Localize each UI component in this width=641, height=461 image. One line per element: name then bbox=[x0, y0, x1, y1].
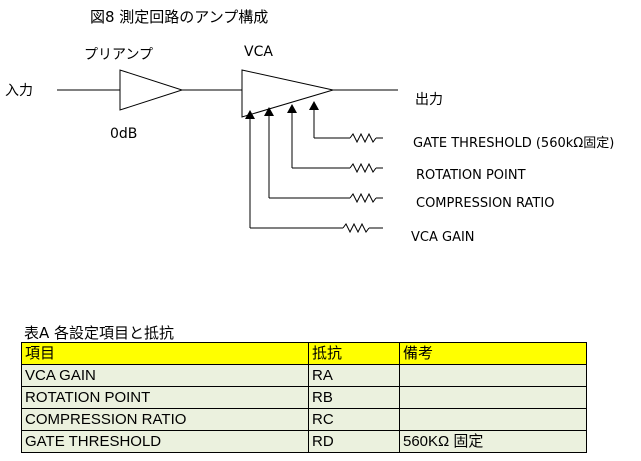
cell-item: VCA GAIN bbox=[21, 364, 309, 387]
rotation-point-label: ROTATION POINT bbox=[416, 168, 526, 183]
preamp-gain-label: 0dB bbox=[110, 126, 138, 142]
rotation-point-control bbox=[291, 110, 383, 174]
arrow-compression-ratio-icon bbox=[264, 107, 274, 116]
figure-title: 図8 測定回路のアンプ構成 bbox=[90, 8, 269, 26]
cell-note bbox=[399, 364, 587, 387]
table-row: ROTATION POINT RB bbox=[21, 386, 587, 409]
cell-note: 560KΩ 固定 bbox=[399, 430, 587, 453]
vca-triangle bbox=[241, 69, 334, 118]
gate-threshold-label: GATE THRESHOLD (560kΩ固定) bbox=[413, 136, 615, 151]
table-header-row: 項目 抵抗 備考 bbox=[21, 342, 587, 365]
arrow-gate-threshold-icon bbox=[309, 101, 319, 110]
input-label: 入力 bbox=[5, 83, 33, 99]
vca-label: VCA bbox=[244, 44, 273, 60]
compression-ratio-control bbox=[268, 113, 383, 204]
cell-resistor: RC bbox=[308, 408, 400, 431]
header-resistor: 抵抗 bbox=[308, 342, 400, 365]
cell-item: COMPRESSION RATIO bbox=[21, 408, 309, 431]
cell-resistor: RA bbox=[308, 364, 400, 387]
cell-item: GATE THRESHOLD bbox=[21, 430, 309, 453]
table-row: GATE THRESHOLD RD 560KΩ 固定 bbox=[21, 430, 587, 453]
gate-threshold-control bbox=[313, 106, 383, 144]
arrow-vca-gain-icon bbox=[245, 110, 255, 119]
preamp-triangle bbox=[119, 69, 184, 111]
header-note: 備考 bbox=[399, 342, 587, 365]
table-title: 表A 各設定項目と抵抗 bbox=[24, 324, 175, 342]
cell-resistor: RB bbox=[308, 386, 400, 409]
cell-note bbox=[399, 386, 587, 409]
cell-resistor: RD bbox=[308, 430, 400, 453]
output-label: 出力 bbox=[415, 92, 443, 108]
preamp-label: プリアンプ bbox=[84, 47, 154, 63]
arrow-rotation-point-icon bbox=[287, 104, 297, 113]
vca-gain-control bbox=[249, 116, 383, 234]
table-row: VCA GAIN RA bbox=[21, 364, 587, 387]
settings-table: 項目 抵抗 備考 VCA GAIN RA ROTATION POINT RB C… bbox=[21, 342, 587, 453]
compression-ratio-label: COMPRESSION RATIO bbox=[416, 196, 555, 211]
amp-circuit-diagram bbox=[57, 69, 398, 234]
header-item: 項目 bbox=[21, 342, 309, 365]
cell-item: ROTATION POINT bbox=[21, 386, 309, 409]
table-row: COMPRESSION RATIO RC bbox=[21, 408, 587, 431]
cell-note bbox=[399, 408, 587, 431]
vca-gain-label: VCA GAIN bbox=[411, 230, 475, 245]
